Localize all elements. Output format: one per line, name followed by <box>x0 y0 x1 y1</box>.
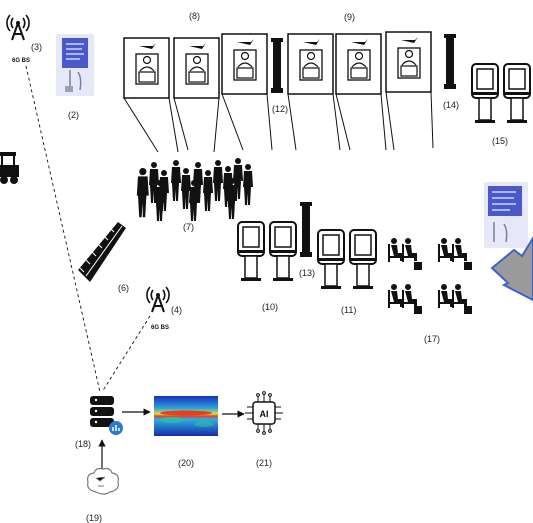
database-18: (18) <box>75 396 123 449</box>
checkin-desks-9 <box>288 32 433 150</box>
checkin-desks-8 <box>124 34 272 152</box>
kiosk <box>238 222 264 281</box>
board-screen <box>62 38 88 68</box>
label-14: (14) <box>443 100 459 110</box>
kiosks-15: (15) <box>472 64 530 146</box>
pillar-12: (12) <box>271 38 288 114</box>
antenna-icon <box>147 287 169 312</box>
dashed-link-3-18 <box>26 66 100 392</box>
label-13: (13) <box>299 268 315 278</box>
kiosk <box>504 64 530 123</box>
seat-icon <box>388 238 403 262</box>
crowd-7: (7) <box>137 158 253 232</box>
brain-icon <box>88 469 119 495</box>
kiosks-11: (11) <box>318 230 376 315</box>
escalator-6: (6) <box>78 222 129 293</box>
seat-icon <box>452 284 467 308</box>
kiosk <box>270 222 296 281</box>
base-station-3: (3) 6G BS <box>7 15 42 64</box>
seat-icon <box>452 238 467 262</box>
base-station-4: (4) 6G BS <box>147 287 182 331</box>
waiting-seats-17: (17) <box>388 238 472 344</box>
label-7: (7) <box>183 222 194 232</box>
seat-icon <box>438 284 453 308</box>
label-19: (19) <box>86 513 102 523</box>
dashed-link-4-18 <box>102 316 150 392</box>
flight-board-right <box>484 182 528 248</box>
seat-icon <box>402 238 417 262</box>
label-10: (10) <box>262 302 278 312</box>
label-9: (9) <box>344 12 355 22</box>
checkin-desk <box>222 34 267 94</box>
checkin-desk <box>288 34 333 94</box>
ai-chip-21: AI (21) <box>245 392 283 468</box>
heatmap-20: (20) <box>154 396 218 468</box>
brain-19: (19) <box>86 469 118 523</box>
checkin-desk <box>124 38 169 98</box>
flight-board-2: (2) <box>56 34 94 120</box>
label-8: (8) <box>189 11 200 21</box>
label-3: (3) <box>31 42 42 52</box>
heatmap-image <box>154 396 218 436</box>
label-4: (4) <box>171 305 182 315</box>
label-18: (18) <box>75 439 91 449</box>
kiosk <box>318 230 344 289</box>
label-15: (15) <box>492 136 508 146</box>
label-20: (20) <box>178 458 194 468</box>
checkin-desk <box>174 38 219 98</box>
checkin-desk <box>386 32 431 92</box>
seat-icon <box>388 284 403 308</box>
label-2: (2) <box>68 110 79 120</box>
kiosk <box>350 230 376 289</box>
kiosk <box>472 64 498 123</box>
pillar-14: (14) <box>443 34 459 110</box>
antenna-icon <box>7 15 29 40</box>
label-21: (21) <box>256 458 272 468</box>
label-11: (11) <box>341 305 356 315</box>
pillar-13: (13) <box>299 202 315 278</box>
bs-caption-4: 6G BS <box>151 325 169 331</box>
ai-chip-text: AI <box>260 409 269 419</box>
kiosks-10: (10) <box>238 222 296 312</box>
label-12: (12) <box>272 104 288 114</box>
label-6: (6) <box>118 283 129 293</box>
bs-caption-3: 6G BS <box>12 58 30 64</box>
label-17: (17) <box>424 334 440 344</box>
checkin-desk <box>336 34 381 94</box>
cart-icon <box>0 152 18 184</box>
seat-icon <box>402 284 417 308</box>
seat-icon <box>438 238 453 262</box>
